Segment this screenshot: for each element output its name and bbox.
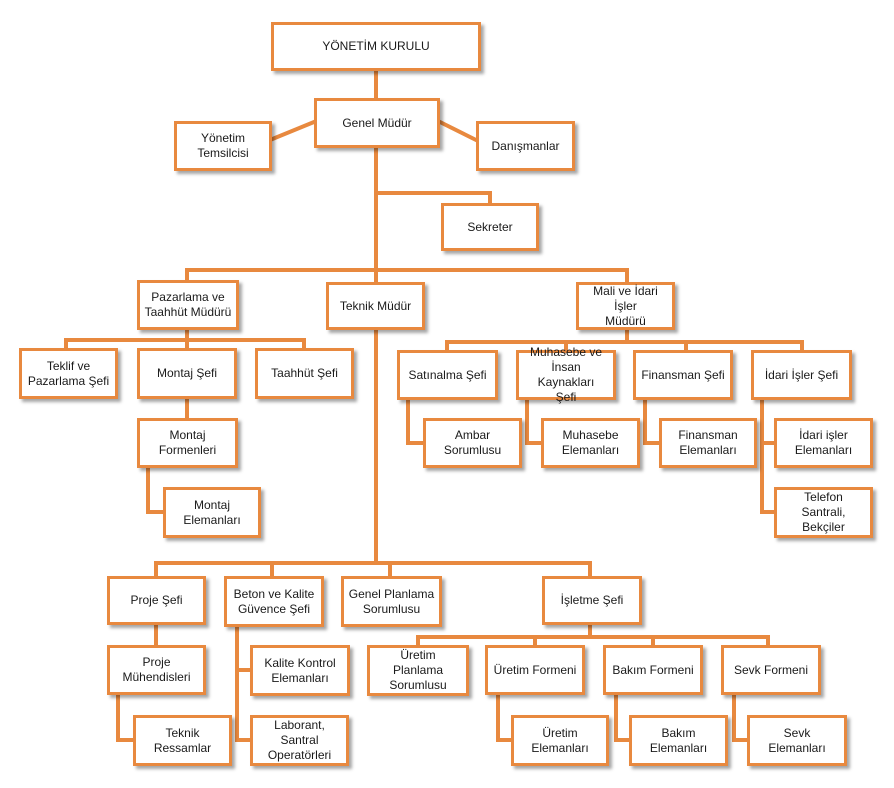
finance-staff-box: Finansman Elemanları — [659, 418, 757, 468]
warehouse-box: Ambar Sorumlusu — [423, 418, 522, 468]
management-rep-box: Yönetim Temsilcisi — [174, 121, 272, 171]
production-planning-box: Üretim Planlama Sorumlusu — [367, 645, 469, 696]
offer-marketing-chief-box: Teklif ve Pazarlama Şefi — [19, 348, 118, 399]
general-planning-box: Genel Planlama Sorumlusu — [341, 576, 442, 627]
quality-control-staff-box: Kalite Kontrol Elemanları — [250, 645, 350, 696]
assembly-foremen-box: Montaj Formenleri — [137, 418, 238, 468]
secretary-box: Sekreter — [441, 203, 539, 251]
maintenance-staff-box: Bakım Elemanları — [629, 715, 728, 766]
assembly-chief-box: Montaj Şefi — [137, 348, 237, 399]
technical-drafters-box: Teknik Ressamlar — [133, 715, 232, 766]
shipping-staff-box: Sevk Elemanları — [747, 715, 847, 766]
admin-staff-box: İdari işler Elemanları — [774, 418, 873, 468]
admin-chief-box: İdari İşler Şefi — [751, 350, 852, 400]
concrete-quality-chief-box: Beton ve Kalite Güvence Şefi — [224, 576, 324, 627]
finance-admin-manager-box: Mali ve İdari İşler Müdürü — [576, 282, 675, 330]
sales-manager-box: Pazarlama ve Taahhüt Müdürü — [137, 280, 239, 330]
finance-chief-box: Finansman Şefi — [633, 350, 733, 400]
phone-guards-box: Telefon Santrali, Bekçiler — [774, 487, 873, 538]
maintenance-foreman-box: Bakım Formeni — [603, 645, 703, 695]
assembly-staff-box: Montaj Elemanları — [163, 487, 261, 538]
shipping-foreman-box: Sevk Formeni — [721, 645, 821, 695]
production-foreman-box: Üretim Formeni — [485, 645, 585, 695]
purchasing-chief-box: Satınalma Şefi — [397, 350, 498, 400]
operations-chief-box: İşletme Şefi — [542, 576, 642, 625]
lab-operators-box: Laborant, Santral Operatörleri — [250, 715, 349, 766]
board-box: YÖNETİM KURULU — [271, 22, 481, 71]
general-manager-box: Genel Müdür — [314, 98, 440, 148]
accounting-staff-box: Muhasebe Elemanları — [541, 418, 640, 468]
technical-manager-box: Teknik Müdür — [326, 282, 425, 330]
commitment-chief-box: Taahhüt Şefi — [255, 348, 354, 399]
project-engineers-box: Proje Mühendisleri — [107, 645, 206, 695]
production-staff-box: Üretim Elemanları — [511, 715, 609, 766]
project-chief-box: Proje Şefi — [107, 576, 206, 625]
accounting-hr-chief-box: Muhasebe ve İnsan Kaynakları Şefi — [516, 345, 616, 404]
advisors-box: Danışmanlar — [476, 121, 575, 171]
